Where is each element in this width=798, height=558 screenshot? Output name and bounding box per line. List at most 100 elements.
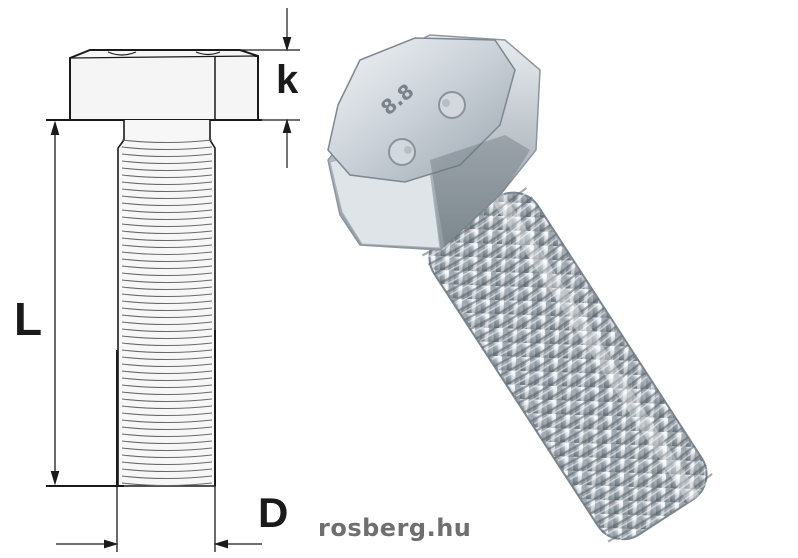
photo-thread-highlight [551,385,654,453]
head-top-notch-left [107,51,137,56]
thread-line [121,160,213,165]
thread-line [121,293,213,298]
photo-thread-highlight [557,394,660,462]
photo-thread-highlight [563,403,666,471]
thread-line [121,258,213,263]
photo-thread-highlight [473,265,576,333]
photo-thread-ridge [481,279,587,349]
thread-line [121,335,213,340]
photo-thread-ridge [541,371,647,441]
thread-line [121,454,213,459]
photo-thread-highlight [539,367,642,434]
photo-thread-ridge [571,417,677,488]
photo-thread-highlight [503,311,606,379]
photo-thread-ridge [475,270,581,340]
photo-thread-ridge [595,454,701,524]
thread-line [121,181,213,186]
thread-line [121,370,213,375]
photo-thread-ridge [535,362,641,432]
photo-thread-ridge [439,214,546,285]
photo-thread-highlight [479,274,582,342]
thread-line [121,447,213,452]
k-dimension-label: k [276,58,299,102]
photo-thread-ridge [559,399,665,469]
L-dimension-label: L [14,293,43,345]
photo-thread-ridges [421,187,714,545]
thread-line [121,265,213,270]
photo-thread-ridge [457,242,563,312]
photo-thread-highlight [611,477,714,545]
photo-thread-ridge [433,205,540,275]
photo-head-shadow [430,135,530,250]
site-watermark: rosberg.hu [318,514,472,542]
photo-thread-highlight [497,302,600,370]
thread-line [121,167,213,172]
thread-line [121,216,213,221]
thread-line [121,440,213,445]
photo-thread-highlight [467,256,570,323]
photo-thread-highlight [569,413,672,480]
thread-line [121,188,213,193]
photo-thread-highlight [485,284,588,351]
photo-thread-highlight [443,219,546,287]
L-arrowhead-bottom [50,471,60,486]
thread-line [121,307,213,312]
photo-thread-highlight [425,191,528,259]
photo-thread-highlight [599,459,702,526]
thread-line [121,356,213,361]
thread-line [121,384,213,389]
photo-thread-ridge [607,473,713,543]
k-arrowhead-bottom [282,118,292,133]
k-arrowhead-top [282,37,292,52]
thread-line [121,314,213,319]
photo-thread-ridge [523,343,629,414]
thread-line [121,195,213,200]
photo-thread-highlight [431,201,534,268]
photo-thread-ridge [427,196,534,266]
photo-thread-highlight [587,440,690,508]
photo-thread-ridge [601,463,707,534]
photo-thread-highlight [461,247,564,314]
photo-thread-highlight [593,450,696,517]
thread-line [121,468,213,473]
thread-line [121,174,213,179]
photo-thread-highlight [527,348,630,416]
photo-thread-highlight [533,357,636,425]
photo-thread-ridge [553,390,659,460]
photo-thread-ridge [565,408,671,478]
thread-line [121,433,213,438]
photo-thread-ridge [547,380,653,451]
photo-thread-ridge [517,334,623,405]
L-arrowhead-top [50,120,60,135]
photo-thread-highlight [521,339,624,407]
thread-line [121,146,213,151]
photo-thread-ridge [589,445,695,515]
thread-line [121,272,213,277]
photo-thread-ridge [451,233,557,303]
thread-line [121,419,213,424]
thread-line [121,405,213,410]
photo-thread-highlight [581,431,684,499]
technical-drawing [46,8,300,552]
photo-thread-highlight [545,376,648,443]
photo-thread-ridge [463,251,569,322]
photo-shank-highlight [491,193,700,503]
photo-thread-highlight [437,210,540,277]
thread-line [121,342,213,347]
thread-line [121,300,213,305]
thread-line [121,230,213,235]
thread-lines [121,139,213,487]
thread-line [121,391,213,396]
thread-line [121,461,213,466]
thread-line [121,202,213,207]
thread-line [121,237,213,242]
photo-thread-ridge [529,353,635,423]
thread-line [121,398,213,403]
photo-thread-ridge [511,325,617,395]
thread-line [121,377,213,382]
thread-line [121,349,213,354]
D-dimension-label: D [258,489,289,536]
photo-thread-ridge [487,288,593,358]
photo-thread-ridge [493,297,599,368]
